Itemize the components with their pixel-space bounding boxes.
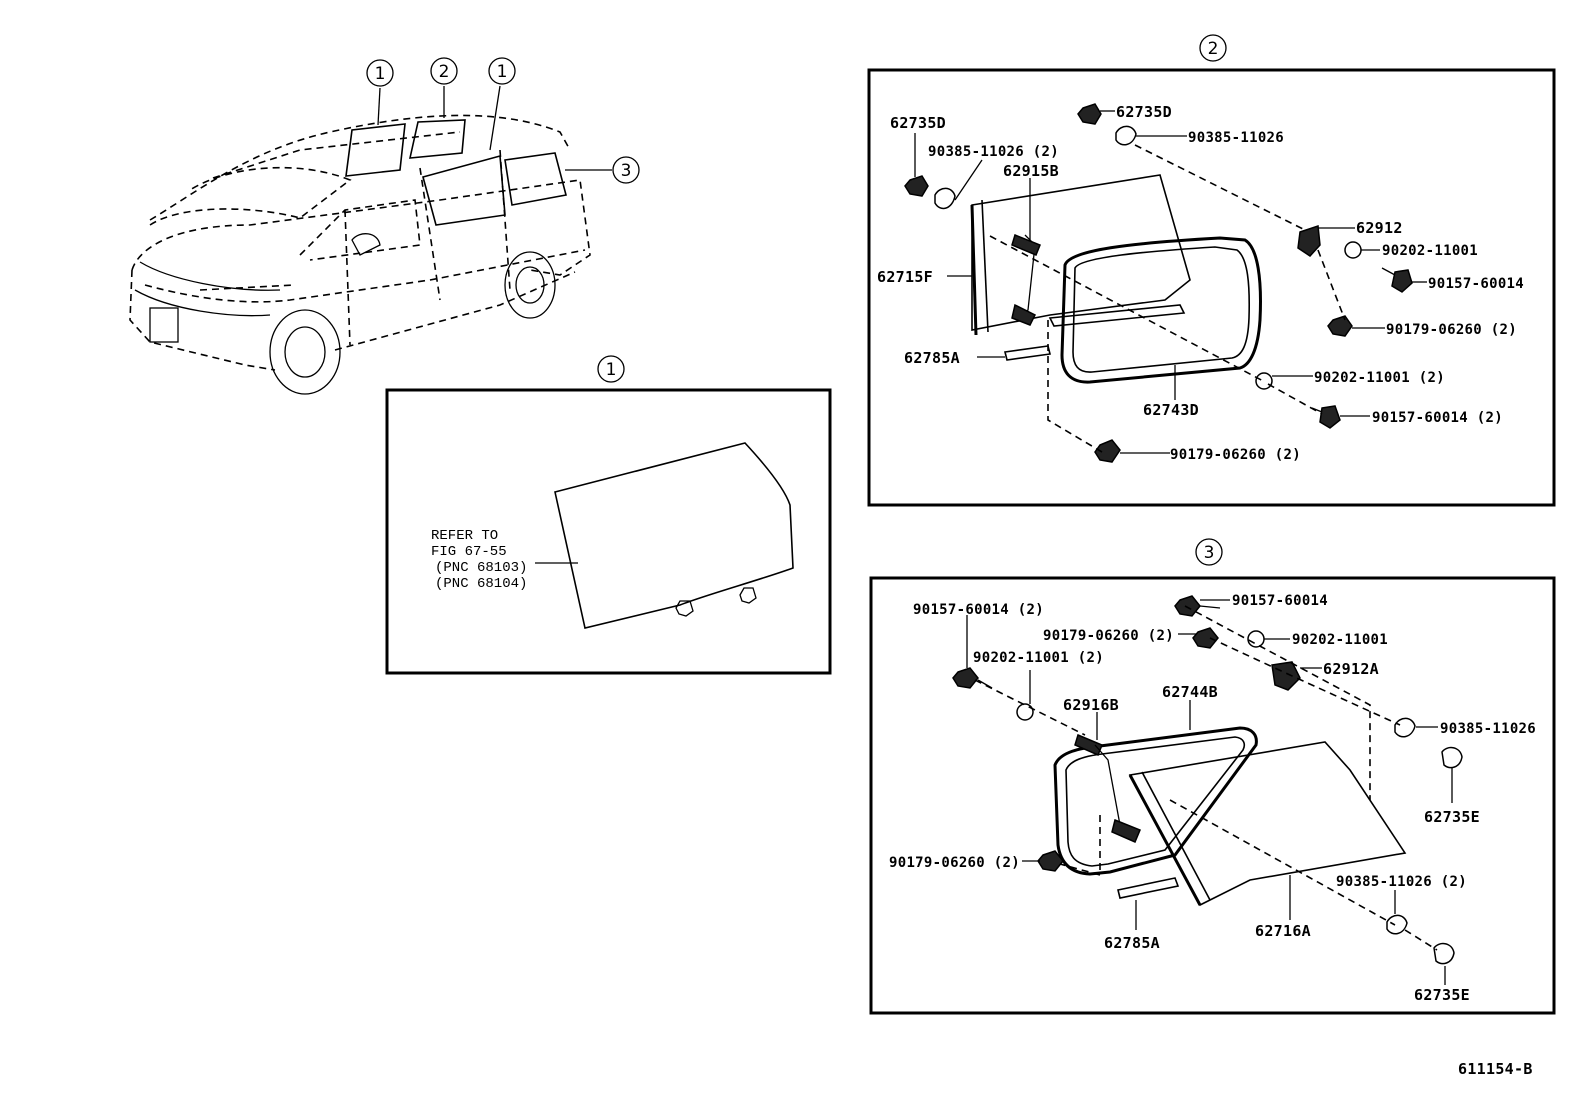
label-90157-60014-2: 90157-60014 (2) [1372, 410, 1503, 426]
svg-text:(PNC 68103): (PNC 68103) [435, 560, 527, 576]
label-62715F: 62715F [877, 268, 933, 286]
vehicle-illustration [129, 85, 612, 395]
callout-car-3: 3 [612, 156, 640, 184]
panel-3-frame [869, 576, 1556, 1015]
svg-text:3: 3 [621, 161, 632, 181]
callout-car-1a: 1 [366, 59, 394, 87]
panel-2-artwork [904, 103, 1413, 463]
svg-text:1: 1 [375, 64, 386, 84]
label-90385-11026-2: 90385-11026 (2) [1336, 874, 1467, 890]
panel-2-frame [867, 68, 1556, 507]
label-90157-60014: 90157-60014 [1232, 593, 1328, 609]
callout-car-2: 2 [430, 57, 458, 85]
label-62735D-b: 62735D [1116, 103, 1172, 121]
svg-text:REFER TO: REFER TO [431, 528, 498, 544]
label-90157-60014: 90157-60014 [1428, 276, 1524, 292]
label-90385-11026: 90385-11026 [1440, 721, 1536, 737]
panel-3-leaders [966, 599, 1453, 985]
refer-note: REFER TO FIG 67-55 (PNC 68103) (PNC 6810… [431, 528, 527, 592]
label-90179-06260-2b: 90179-06260 (2) [889, 855, 1020, 871]
label-90202-11001: 90202-11001 [1382, 243, 1478, 259]
callout-panel-1: 1 [597, 355, 625, 383]
svg-text:1: 1 [497, 62, 508, 82]
svg-text:(PNC 68104): (PNC 68104) [435, 576, 527, 592]
label-62916B: 62916B [1063, 696, 1119, 714]
svg-text:1: 1 [606, 360, 617, 380]
label-90179-06260-2a: 90179-06260 (2) [1043, 628, 1174, 644]
panel-2-leaders [914, 110, 1427, 454]
label-90202-11001-2: 90202-11001 (2) [1314, 370, 1445, 386]
label-90179-06260-2b: 90179-06260 (2) [1170, 447, 1301, 463]
label-62735E-a: 62735E [1424, 808, 1480, 826]
label-90202-11001-2: 90202-11001 (2) [973, 650, 1104, 666]
label-62735E-b: 62735E [1414, 986, 1470, 1004]
label-62912A: 62912A [1323, 660, 1379, 678]
svg-text:2: 2 [439, 62, 450, 82]
svg-text:FIG 67-55: FIG 67-55 [431, 544, 507, 560]
callout-panel-2: 2 [1199, 34, 1227, 62]
label-62735D-a: 62735D [890, 114, 946, 132]
callout-car-1b: 1 [488, 57, 516, 85]
label-62744B: 62744B [1162, 683, 1218, 701]
label-62785A: 62785A [904, 349, 960, 367]
label-62716A: 62716A [1255, 922, 1311, 940]
label-62785A: 62785A [1104, 934, 1160, 952]
label-62915B: 62915B [1003, 162, 1059, 180]
label-90157-60014-2: 90157-60014 (2) [913, 602, 1044, 618]
svg-text:2: 2 [1208, 39, 1219, 59]
diagram-code: 611154-B [1458, 1060, 1533, 1078]
callout-panel-3: 3 [1195, 538, 1223, 566]
label-62912: 62912 [1356, 219, 1403, 237]
label-90385-11026: 90385-11026 [1188, 130, 1284, 146]
label-62743D: 62743D [1143, 401, 1199, 419]
front-door-glass [554, 442, 794, 629]
svg-text:3: 3 [1204, 543, 1215, 563]
panel-1-frame [385, 388, 832, 675]
label-90385-11026-2: 90385-11026 (2) [928, 144, 1059, 160]
label-90179-06260-2a: 90179-06260 (2) [1386, 322, 1517, 338]
panel-3-artwork [952, 595, 1463, 965]
label-90202-11001: 90202-11001 [1292, 632, 1388, 648]
